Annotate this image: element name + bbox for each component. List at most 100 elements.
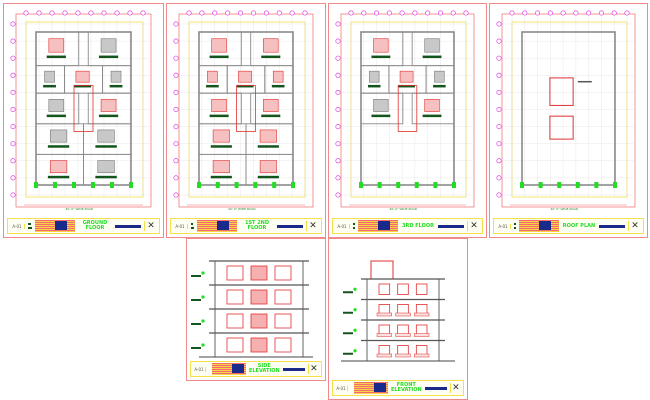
grid-bubble [335,38,341,44]
title-block: A-01 FRONT ELEVATION ✕ [332,380,464,396]
furniture [259,129,277,143]
level-marker [201,271,205,275]
window [274,289,292,305]
grid-bubble [496,38,502,44]
grid-bubble [573,10,579,16]
title-block: A-01 ROOF PLAN ✕ [493,218,644,234]
grid-bubble [10,141,16,147]
grid-bubble [547,10,553,16]
furniture [48,99,65,112]
grid-bubble [335,192,341,198]
grid-bubble [496,175,502,181]
drawing-title: 1ST 2ND FLOOR [244,220,270,231]
room-label [257,145,279,148]
grid-bubble [586,10,592,16]
room-label [422,55,442,59]
furniture [75,70,90,83]
plot-boundary [501,13,636,208]
grid-bubble [36,10,42,16]
grid-bubble [496,124,502,130]
column-marker [433,182,438,188]
stair-cabin [549,77,574,106]
level-label [191,275,201,277]
furniture [49,160,68,174]
firm-logo [519,220,559,232]
road-caption: 40'-0" WIDE ROAD [550,207,579,211]
grid-bubble [10,107,16,113]
room-label [261,55,281,59]
grid-bubble [10,124,16,130]
room-label [210,175,232,179]
plot-boundary [178,13,314,208]
grid-bubble [335,72,341,78]
grid-bubble [496,21,502,27]
grid-bubble [412,10,418,16]
grid-bubble [624,10,630,16]
room-label [371,55,391,59]
column-marker [520,182,524,188]
north-arrow-icon: ✕ [467,221,480,231]
room-label [261,114,281,118]
level-label [191,347,201,349]
grid-bubble [10,21,16,27]
room-label [98,55,119,59]
furniture [424,38,440,53]
north-arrow-icon: ✕ [306,221,319,231]
grid-bubble [49,10,55,16]
grid-bubble [496,107,502,113]
firm-logo [353,382,388,394]
level-marker [201,295,205,299]
title-block: A-01 GROUND FLOOR ✕ [7,218,160,234]
grid-bubble [199,10,205,16]
level-marker [201,343,205,347]
column-marker [197,182,201,188]
title-block: A-01 3RD FLOOR ✕ [332,218,483,234]
room-label [46,55,66,59]
furniture [211,99,227,112]
grid-bubble [335,158,341,164]
title-block: A-01 SIDE ELEVATION ✕ [190,361,322,377]
room-label [46,114,66,118]
grid-bubble [140,10,146,16]
furniture [272,70,284,83]
plot-boundary [15,13,152,208]
sheet-front-elevation: A-01 FRONT ELEVATION ✕ [328,238,468,400]
project-info [28,223,32,229]
room-label [209,55,229,59]
grid-bubble [335,141,341,147]
grid-bubble [425,10,431,16]
column-marker [91,182,95,188]
scale-bar [277,224,303,228]
grid-bubble [10,89,16,95]
column-marker [557,182,562,188]
furniture [263,38,279,53]
grid-bubble [348,10,354,16]
grid-bubble [496,141,502,147]
sheet-roof-plan: 40'-0" WIDE ROAD A-01 ROOF PLAN ✕ [489,3,648,238]
drawing-title: FRONT ELEVATION [390,382,422,393]
north-arrow-icon: ✕ [628,221,641,231]
roof-label [577,80,592,83]
project-info [191,223,194,229]
window [226,337,244,353]
column-marker [234,182,239,188]
grid-bubble [173,141,179,147]
furniture [49,129,68,143]
scale-bar [438,224,464,228]
north-arrow-icon: ✕ [449,383,461,393]
project-info [514,223,516,229]
grid-bubble [10,55,16,61]
grid-bubble [10,158,16,164]
grid-bubble [361,10,367,16]
column-marker [594,182,599,188]
column-marker [613,182,617,188]
drawing-title: 3RD FLOOR [402,222,434,229]
grid-bubble [173,55,179,61]
furniture [211,38,227,53]
room-label [367,84,381,88]
grid-bubble [335,21,341,27]
window [274,337,292,353]
window [250,265,268,281]
column-marker [452,182,456,188]
grid-bubble [496,89,502,95]
